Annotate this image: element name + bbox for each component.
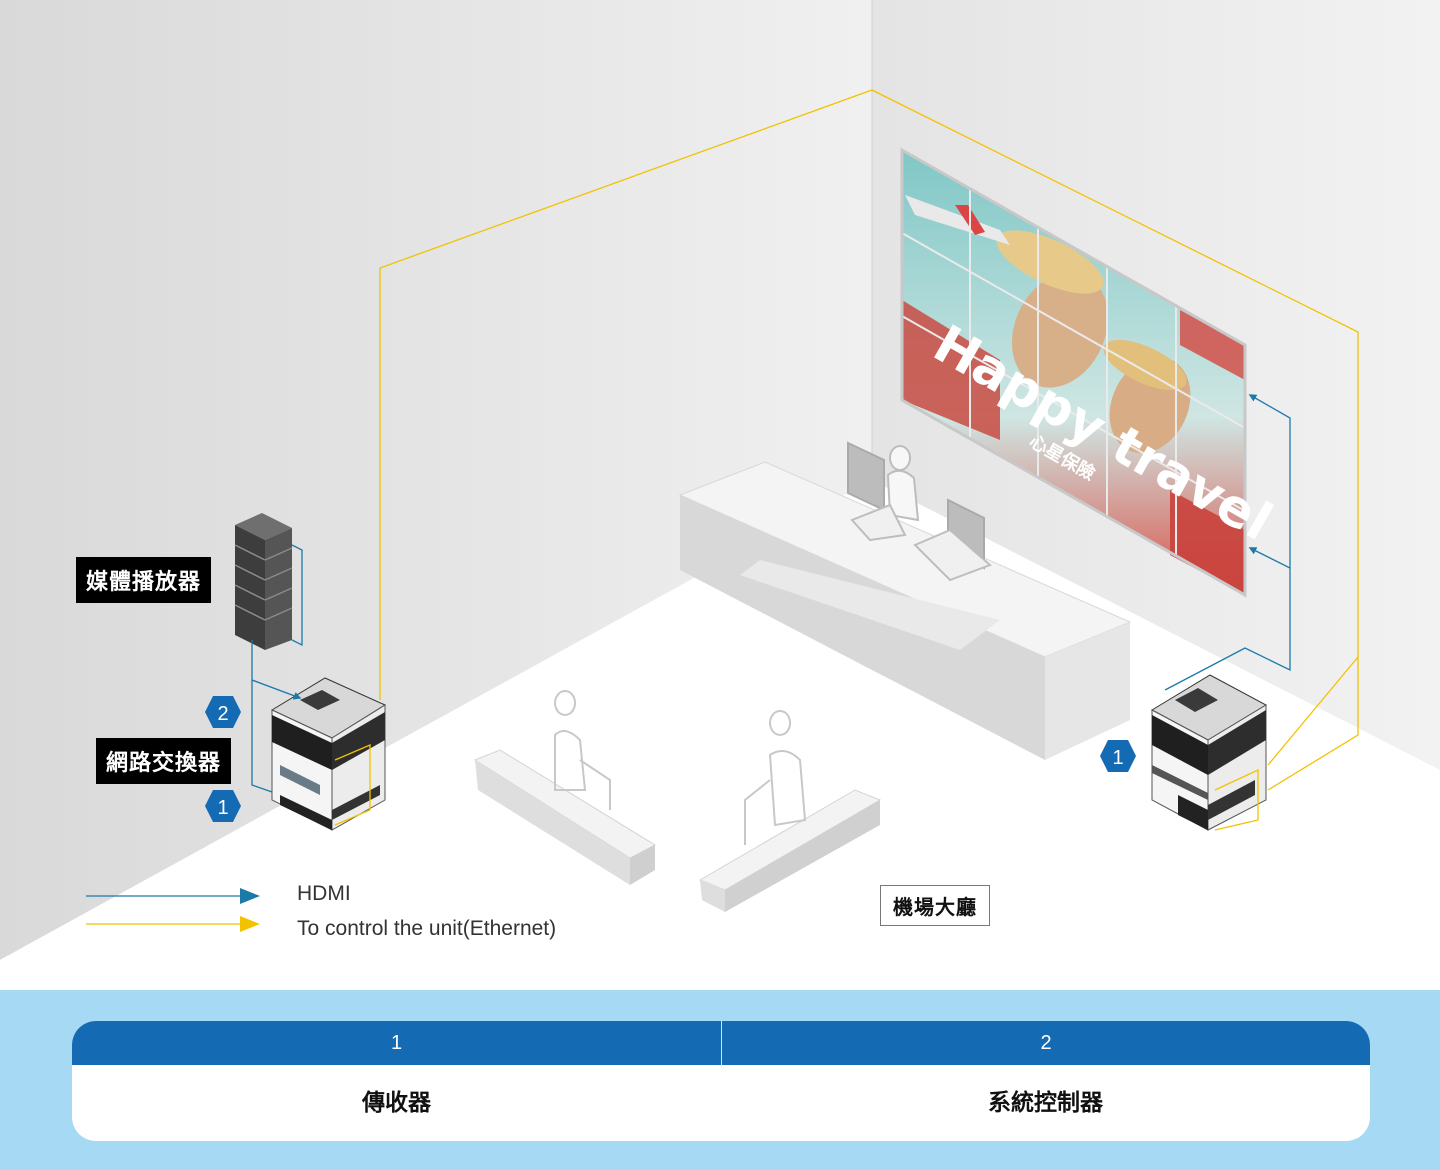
table-header-cell: 2 xyxy=(1040,1032,1052,1054)
ethernet-lines xyxy=(334,89,1359,831)
legend-ethernet-label: To control the unit(Ethernet) xyxy=(297,917,557,940)
svg-text:2: 2 xyxy=(217,703,228,725)
table-row: 傳收器 系統控制器 xyxy=(72,1065,1370,1141)
table-cell: 系統控制器 xyxy=(988,1090,1103,1116)
badge-controller-left: 2 xyxy=(205,696,241,728)
badge-receiver-right: 1 xyxy=(1100,740,1136,772)
right-rack xyxy=(1150,674,1268,831)
table-header-cell: 1 xyxy=(72,1021,722,1065)
legend-hdmi-label: HDMI xyxy=(297,882,351,905)
reception-counter xyxy=(678,461,1132,760)
location-label: 機場大廳 xyxy=(880,885,990,926)
airport-lobby-diagram: Happy travel 心星保險 xyxy=(0,0,1440,960)
table-header: 1 2 xyxy=(72,1021,1370,1065)
left-rack xyxy=(270,677,387,831)
media-player-label: 媒體播放器 xyxy=(76,557,212,603)
right-bench xyxy=(698,710,882,912)
counter-staff xyxy=(847,441,992,582)
badge-receiver-left: 1 xyxy=(205,790,241,822)
legend-ethernet-line xyxy=(86,916,260,932)
hdmi-lines xyxy=(251,394,1291,793)
left-bench xyxy=(473,690,657,885)
svg-text:1: 1 xyxy=(217,797,228,819)
table-cell: 傳收器 xyxy=(362,1090,431,1116)
media-player-stack xyxy=(234,513,293,650)
svg-text:1: 1 xyxy=(1112,747,1123,769)
component-table: 1 2 傳收器 系統控制器 xyxy=(72,1021,1370,1141)
legend-hdmi-line xyxy=(86,888,260,904)
network-switch-label: 網路交換器 xyxy=(96,738,232,784)
